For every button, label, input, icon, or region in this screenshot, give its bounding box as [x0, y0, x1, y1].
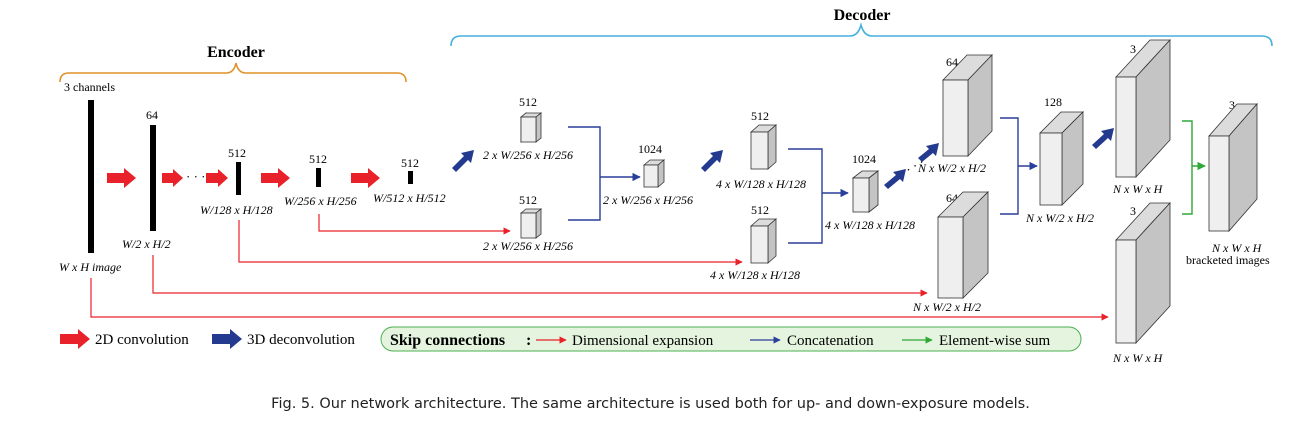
out-b-block: [1115, 201, 1171, 345]
conv-arrow-3: [206, 169, 228, 187]
input-channels-label: 3 channels: [64, 80, 115, 94]
concat-line-1: [568, 126, 640, 221]
deconv-arrow-1: [452, 150, 474, 172]
enc4-bar: [408, 171, 413, 184]
d2a-block: [942, 54, 993, 157]
legend-concat-label: Concatenation: [787, 333, 874, 349]
enc3-bar: [316, 168, 321, 187]
d3b-dims: 2 x W/256 x H/256: [483, 239, 573, 253]
enc1-dims: W/2 x H/2: [122, 237, 171, 251]
conv-arrow-2: [162, 169, 183, 187]
enc1-bar: [150, 125, 156, 231]
legend-deconv-arrow: [212, 329, 242, 349]
out-a-block: [1115, 38, 1171, 179]
skip-expansion-4: [90, 278, 1109, 321]
out-a-channels: 3: [1130, 42, 1136, 56]
enc2-bar: [236, 162, 241, 195]
skip-legend-title: Skip connections: [390, 332, 505, 349]
conv-arrow-1: [107, 168, 136, 188]
deconv-arrow-4: [918, 143, 939, 162]
d4c-block: [851, 170, 880, 213]
d2a-dims: N x W/2 x H/2: [917, 161, 986, 175]
legend-conv-arrow: [60, 329, 90, 349]
out-a-dims: N x W x H: [1112, 182, 1164, 196]
d4a-block: [749, 124, 778, 170]
out-b-channels: 3: [1130, 204, 1136, 218]
d4a-dims: 4 x W/128 x H/128: [716, 177, 806, 191]
enc3-channels: 512: [309, 152, 327, 166]
deconv-arrow-2: [701, 150, 723, 172]
out-b-dims: N x W x H: [1112, 351, 1164, 365]
sum-line: [1182, 120, 1205, 215]
ellipsis-1: · · ·: [186, 169, 206, 184]
concat-line-2: [788, 148, 848, 244]
enc4-dims: W/512 x H/512: [373, 191, 446, 205]
d2c-dims: N x W/2 x H/2: [1025, 211, 1094, 225]
out-final-label: bracketed images: [1186, 253, 1270, 267]
figure-caption: Fig. 5. Our network architecture. The sa…: [271, 396, 1030, 412]
d3b-block: [519, 208, 543, 239]
d4b-channels: 512: [751, 203, 769, 217]
skip-expansion-2: [238, 220, 743, 266]
d4b-dims: 4 x W/128 x H/128: [710, 268, 800, 282]
skip-legend-colon: :: [526, 332, 531, 349]
legend-conv-label: 2D convolution: [95, 332, 189, 348]
encoder-brace: [59, 62, 407, 83]
d4b-block: [749, 218, 778, 264]
d2b-dims: N x W/2 x H/2: [912, 300, 981, 314]
skip-expansion-3: [152, 255, 928, 297]
legend-expansion-label: Dimensional expansion: [572, 333, 714, 349]
input-image-bar: [88, 100, 94, 253]
d3b-channels: 512: [519, 193, 537, 207]
decoder-title: Decoder: [834, 7, 891, 24]
d3c-channels: 1024: [638, 142, 662, 156]
d4c-dims: 4 x W/128 x H/128: [825, 218, 915, 232]
conv-arrow-4: [261, 168, 290, 188]
d2b-block: [937, 191, 989, 299]
d3c-dims: 2 x W/256 x H/256: [603, 193, 693, 207]
d4a-channels: 512: [751, 109, 769, 123]
enc2-dims: W/128 x H/128: [200, 203, 273, 217]
d3a-block: [519, 112, 543, 143]
enc4-channels: 512: [401, 156, 419, 170]
legend-sum-label: Element-wise sum: [939, 333, 1051, 349]
enc3-dims: W/256 x H/256: [284, 194, 357, 208]
d2c-block: [1039, 111, 1084, 206]
enc2-channels: 512: [228, 146, 246, 160]
out-final-dims: N x W x H: [1211, 241, 1263, 255]
skip-expansion-1: [318, 214, 511, 235]
d3a-dims: 2 x W/256 x H/256: [483, 148, 573, 162]
deconv-arrow-5: [1092, 128, 1114, 149]
conv-arrow-5: [351, 168, 380, 188]
d3c-block: [642, 159, 666, 188]
deconv-arrow-3: [884, 169, 906, 189]
legend-deconv-label: 3D deconvolution: [247, 332, 355, 348]
input-dims-label: W x H image: [59, 260, 122, 274]
out-final-block: [1208, 102, 1258, 233]
d4c-channels: 1024: [852, 152, 876, 166]
d2a-channels: 64: [946, 55, 958, 69]
out-final-channels: 3: [1229, 98, 1235, 112]
skip-legend-box: [380, 326, 1082, 352]
enc1-channels: 64: [146, 108, 158, 122]
concat-line-3: [1000, 117, 1037, 215]
encoder-title: Encoder: [207, 44, 265, 61]
d3a-channels: 512: [519, 95, 537, 109]
d2c-channels: 128: [1044, 95, 1062, 109]
decoder-brace: [450, 21, 1273, 47]
